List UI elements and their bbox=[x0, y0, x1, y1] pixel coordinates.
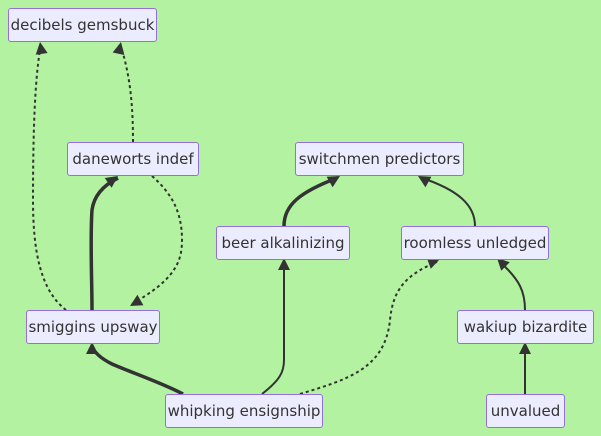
edge-daneworts-to-decibels bbox=[121, 49, 134, 143]
edge-daneworts-to-smiggins bbox=[129, 175, 184, 306]
arrowhead-decibels bbox=[35, 42, 48, 55]
edge-whipking-to-beer bbox=[261, 262, 285, 395]
node-whipking-ensignship[interactable]: whipking ensignship bbox=[165, 394, 323, 428]
node-smiggins-upsway[interactable]: smiggins upsway bbox=[26, 310, 160, 344]
edge-wakiup-to-roomless bbox=[499, 261, 526, 311]
edge-whipking-to-roomless bbox=[299, 261, 438, 395]
arrowhead-wakiup bbox=[519, 342, 531, 354]
node-daneworts-indef[interactable]: daneworts indef bbox=[67, 142, 199, 176]
arrowhead-beer bbox=[278, 258, 290, 270]
edge-roomless-to-switchmen bbox=[421, 177, 476, 227]
node-unvalued[interactable]: unvalued bbox=[486, 394, 565, 428]
node-beer-alkalinizing[interactable]: beer alkalinizing bbox=[216, 226, 350, 260]
arrowhead-roomless bbox=[426, 257, 440, 269]
node-decibels-gemsbuck[interactable]: decibels gemsbuck bbox=[8, 8, 157, 42]
arrowhead-daneworts bbox=[104, 176, 118, 188]
edge-whipking-to-smiggins bbox=[90, 345, 184, 396]
arrowhead-smiggins bbox=[86, 342, 98, 354]
arrowhead-smiggins bbox=[130, 294, 144, 306]
edge-smiggins-to-decibels bbox=[31, 49, 67, 311]
arrowhead-switchmen bbox=[326, 176, 340, 188]
node-roomless-unledged[interactable]: roomless unledged bbox=[401, 226, 549, 260]
arrowhead-switchmen bbox=[418, 176, 432, 188]
edge-smiggins-to-daneworts bbox=[89, 176, 119, 311]
node-wakiup-bizardite[interactable]: wakiup bizardite bbox=[457, 310, 594, 344]
arrowhead-roomless bbox=[497, 258, 510, 271]
edge-beer-to-switchmen bbox=[282, 176, 338, 227]
node-switchmen-predictors[interactable]: switchmen predictors bbox=[295, 142, 464, 176]
arrowhead-decibels bbox=[112, 42, 125, 55]
